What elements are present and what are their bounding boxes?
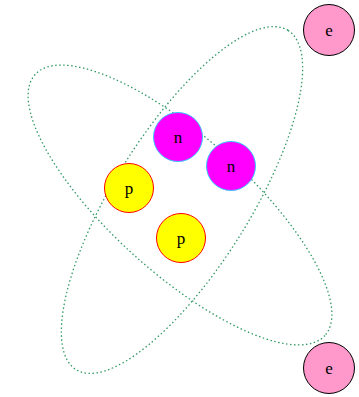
particle-label: n	[174, 129, 183, 146]
particle-label: p	[125, 180, 134, 197]
particle-label: e	[325, 22, 333, 39]
particle-label: e	[325, 360, 333, 377]
electron-circle: e	[303, 4, 355, 56]
electron-orbit	[0, 24, 359, 386]
particle-label: p	[177, 230, 186, 247]
proton-circle: p	[104, 163, 154, 213]
neutron-circle: n	[153, 112, 203, 162]
proton-circle: p	[156, 213, 206, 263]
electron-orbit	[18, 0, 345, 397]
particle-label: n	[227, 158, 236, 175]
neutron-circle: n	[206, 141, 256, 191]
electron-circle: e	[303, 342, 355, 394]
